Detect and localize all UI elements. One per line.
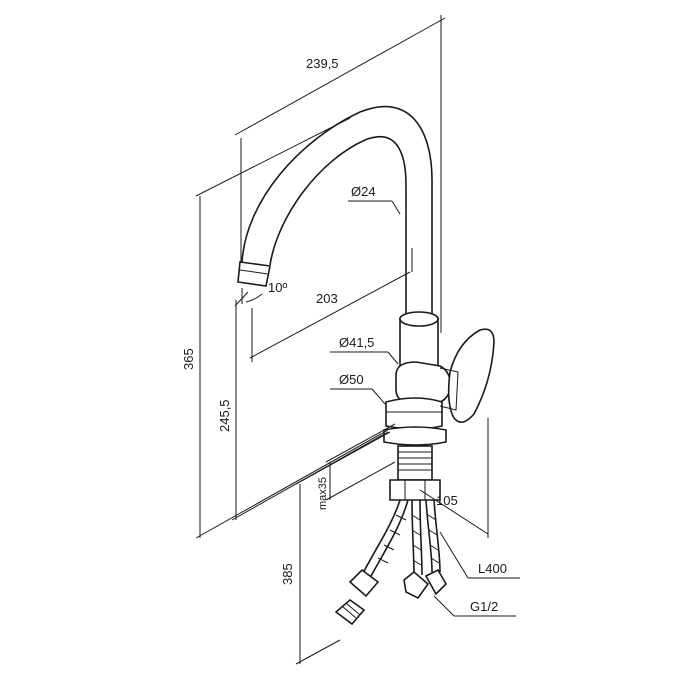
thread-callout: G1/2 bbox=[433, 595, 516, 617]
faucet-body bbox=[385, 311, 495, 430]
spout-outer bbox=[241, 105, 433, 318]
handle-offset-dimension: 105 bbox=[419, 418, 489, 538]
fitting-right-nut bbox=[424, 568, 447, 596]
mount-nut bbox=[389, 479, 441, 501]
lever-joint bbox=[439, 367, 459, 411]
spout bbox=[237, 105, 433, 318]
body-top-ring bbox=[399, 311, 439, 327]
deck-thickness-ext-top bbox=[325, 423, 396, 463]
spout-angle-arc bbox=[245, 293, 263, 303]
spout-height-dimension: 245,5 bbox=[217, 300, 389, 521]
hose-middle-braid bbox=[411, 514, 422, 566]
spout-angle-callout: 10º bbox=[234, 280, 287, 307]
adapter-nipple bbox=[334, 598, 366, 626]
thread-label: G1/2 bbox=[470, 599, 498, 614]
deck-thickness-ext-bottom bbox=[325, 461, 396, 501]
spout-angle-label: 10º bbox=[268, 280, 287, 295]
body-diameter-leader-arrow bbox=[387, 351, 399, 365]
body-diameter-callout: Ø41,5 bbox=[330, 335, 399, 365]
spout-diameter-leader-arrow bbox=[391, 200, 401, 215]
mount-washer bbox=[383, 426, 447, 446]
total-height-label: 365 bbox=[181, 348, 196, 370]
hose-right-braid bbox=[427, 514, 440, 564]
total-height-dimension: 365 bbox=[181, 117, 389, 539]
adapter-thread-2 bbox=[345, 602, 361, 616]
spout-tip bbox=[237, 261, 271, 287]
fitting-left-nut bbox=[348, 568, 380, 598]
base-diameter-leader-arrow bbox=[371, 388, 386, 405]
hose-fittings bbox=[334, 568, 447, 626]
body-diameter-label: Ø41,5 bbox=[339, 335, 374, 350]
hose-right-outer bbox=[425, 499, 433, 573]
shank-length-ext-top bbox=[295, 431, 391, 485]
hose-left-braid bbox=[377, 514, 407, 564]
hose-left-inner bbox=[369, 499, 409, 579]
deck-thickness-label: max35 bbox=[317, 477, 329, 510]
spout-diameter-callout: Ø24 bbox=[348, 184, 401, 215]
handle-offset-line bbox=[419, 489, 489, 535]
shank-length-ext-bottom bbox=[295, 639, 341, 665]
hose-middle-inner bbox=[419, 499, 423, 576]
hose-length-leader bbox=[439, 531, 469, 579]
spout-angle-slant bbox=[234, 291, 249, 307]
hose-middle-outer bbox=[411, 499, 415, 576]
lever-handle[interactable] bbox=[447, 328, 495, 423]
spout-diameter-label: Ø24 bbox=[351, 184, 376, 199]
hose-left-outer bbox=[361, 499, 401, 576]
hose-right-inner bbox=[433, 499, 441, 573]
shank-length-dimension: 385 bbox=[280, 431, 391, 665]
spout-reach-line bbox=[249, 271, 411, 359]
total-height-ext-bottom bbox=[195, 429, 389, 539]
hose-length-label: L400 bbox=[478, 561, 507, 576]
total-length-line bbox=[234, 17, 446, 136]
spout-tip-ring bbox=[239, 269, 269, 275]
base-diameter-callout: Ø50 bbox=[330, 372, 386, 405]
base-diameter-label: Ø50 bbox=[339, 372, 364, 387]
thread-leader bbox=[433, 595, 455, 617]
adapter-thread-1 bbox=[341, 605, 357, 619]
total-height-ext-top bbox=[195, 117, 351, 197]
spout-height-label: 245,5 bbox=[217, 399, 232, 432]
deck-thickness-dimension: max35 bbox=[317, 423, 396, 510]
total-length-label: 239,5 bbox=[306, 56, 339, 71]
hose-length-callout: L400 bbox=[439, 531, 520, 579]
threaded-shank bbox=[397, 445, 433, 481]
supply-hoses bbox=[361, 499, 441, 579]
fitting-middle-nut bbox=[403, 570, 430, 600]
spout-reach-label: 203 bbox=[316, 291, 338, 306]
spout-reach-dimension: 203 bbox=[249, 271, 411, 362]
shank-length-label: 385 bbox=[280, 563, 295, 585]
spout-inner bbox=[269, 135, 407, 318]
total-length-dimension: 239,5 bbox=[234, 15, 446, 333]
handle-offset-label: 105 bbox=[436, 493, 458, 508]
